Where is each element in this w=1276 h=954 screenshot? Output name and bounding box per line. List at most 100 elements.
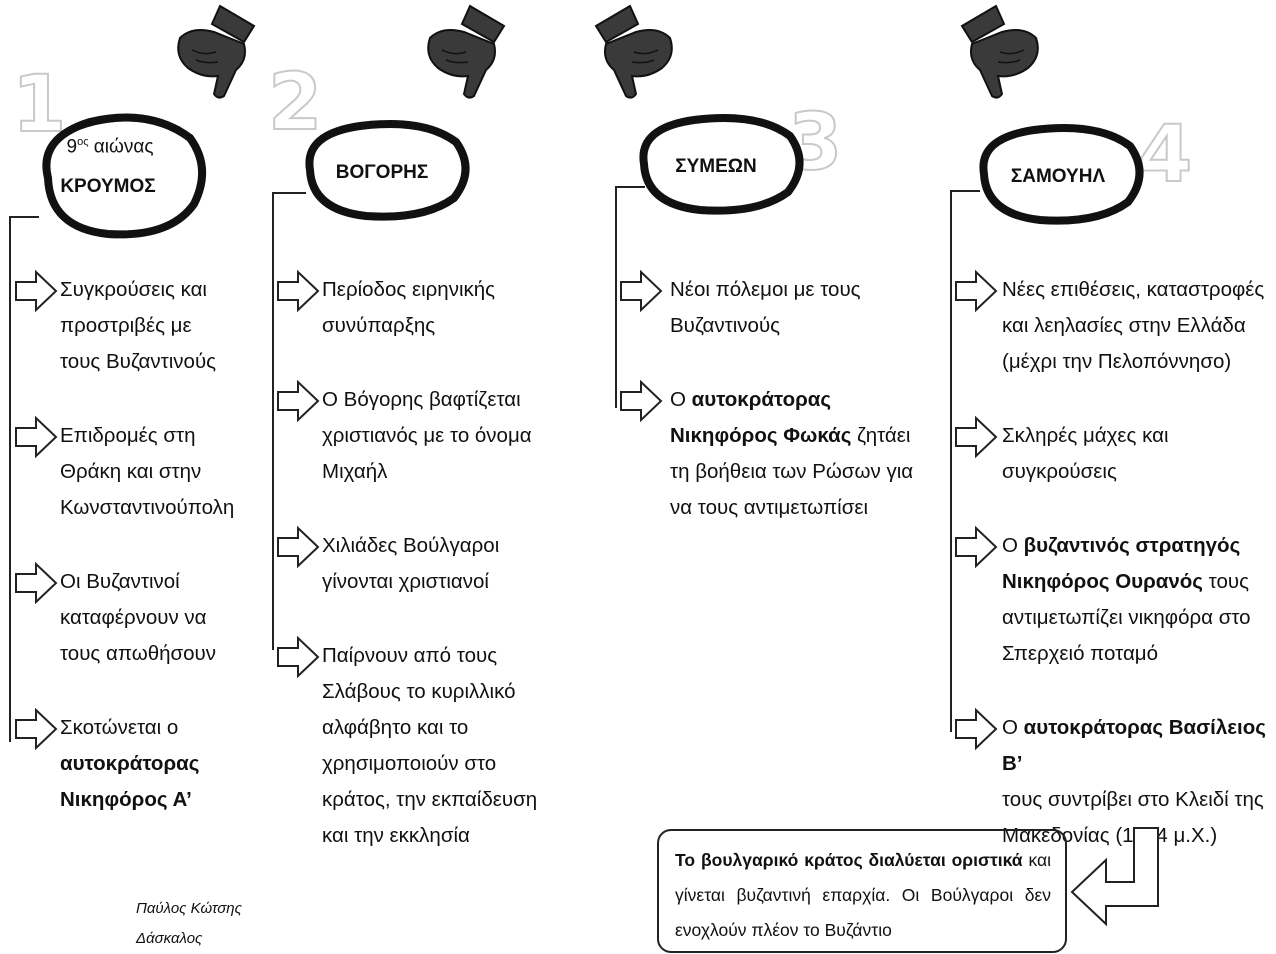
arrow-right-icon [620, 380, 663, 422]
century-label: 9ος αιώνας [66, 136, 154, 158]
event-item: Χιλιάδες Βούλγαροι γίνονται χριστιανοί [322, 528, 499, 600]
event-text: αλφάβητο και το [322, 716, 469, 739]
conclusion-bold: Το βουλγαρικό κράτος διαλύεται οριστικά [675, 850, 1023, 870]
event-line: Οι Βυζαντινοί [60, 564, 216, 600]
event-text: αντιμετωπίζει νικηφόρα στο [1002, 606, 1251, 629]
event-text-bold: Νικηφόρος Ουρανός [1002, 570, 1203, 593]
event-line: αυτοκράτορας [60, 746, 199, 782]
event-text: τους απωθήσουν [60, 642, 217, 665]
event-line: Σλάβους το κυριλλικό [322, 674, 537, 710]
event-line: Νέοι πόλεμοι με τους [670, 272, 861, 308]
tree-line [615, 186, 645, 188]
event-item: Συγκρούσεις και προστριβές με τους Βυζαντι… [60, 272, 216, 380]
event-line: Σκληρές μάχες και [1002, 418, 1169, 454]
event-text: συγκρούσεις [1002, 460, 1117, 483]
event-text: Σκληρές μάχες και [1002, 424, 1169, 447]
tree-line [272, 192, 306, 194]
arrow-right-icon [955, 526, 998, 568]
step-number-4: 4 [1137, 109, 1193, 201]
ruler-name: ΚΡΟΥΜΟΣ [60, 176, 156, 197]
event-text: Ο Βόγορης βαφτίζεται [322, 388, 521, 411]
author-signature: Παύλος Κώτσης Δάσκαλος [136, 894, 242, 954]
event-line: Κωνσταντινούπολη [60, 490, 234, 526]
event-item: Νέες επιθέσεις, καταστροφές και λεηλασίες… [1002, 272, 1264, 380]
pointing-hand-icon [177, 4, 256, 99]
event-line: Χιλιάδες Βούλγαροι [322, 528, 499, 564]
event-line: Νικηφόρος Ουρανός τους [1002, 564, 1251, 600]
event-text: καταφέρνουν να [60, 606, 207, 629]
event-line: αντιμετωπίζει νικηφόρα στο [1002, 600, 1251, 636]
event-line: Παίρνουν από τους [322, 638, 537, 674]
event-text: Σλάβους το κυριλλικό [322, 680, 516, 703]
event-text: να τους αντιμετωπίσει [670, 496, 869, 519]
arrow-right-icon [277, 380, 320, 422]
event-text: γίνονται χριστιανοί [322, 570, 489, 593]
event-text: Ο [670, 388, 692, 411]
author-name: Παύλος Κώτσης [136, 900, 242, 917]
event-text: προστριβές με [60, 314, 192, 337]
event-line: και λεηλασίες στην Ελλάδα [1002, 308, 1264, 344]
event-text: τη βοήθεια των Ρώσων για [670, 460, 914, 483]
event-text: (μέχρι την Πελοπόννησο) [1002, 350, 1232, 373]
ruler-oval [979, 124, 1144, 225]
bent-arrow-icon [1070, 827, 1159, 927]
event-item: Ο Βόγορης βαφτίζεται χριστιανός με το όνο… [322, 382, 532, 490]
event-text: τους Βυζαντινούς [60, 350, 217, 373]
event-text: Κωνσταντινούπολη [60, 496, 235, 519]
author-role: Δάσκαλος [136, 930, 203, 947]
event-text: ζητάει [851, 424, 911, 447]
ruler-name: ΣΑΜΟΥΗΛ [1010, 166, 1106, 187]
event-line: (μέχρι την Πελοπόννησο) [1002, 344, 1264, 380]
event-line: Θράκη και στην [60, 454, 234, 490]
event-line: Επιδρομές στη [60, 418, 234, 454]
arrow-right-icon [277, 270, 320, 312]
event-text: χριστιανός με το όνομα [322, 424, 532, 447]
event-item: Σκληρές μάχες και συγκρούσεις [1002, 418, 1169, 490]
event-line: Σκοτώνεται ο [60, 710, 199, 746]
event-line: Συγκρούσεις και [60, 272, 216, 308]
event-line: καταφέρνουν να [60, 600, 216, 636]
event-text: χρησιμοποιούν στο [322, 752, 497, 775]
event-text: Επιδρομές στη [60, 424, 196, 447]
arrow-right-icon [15, 708, 58, 750]
step-number-2: 2 [267, 57, 323, 149]
arrow-right-icon [15, 562, 58, 604]
event-line: τους Βυζαντινούς [60, 344, 216, 380]
arrow-right-icon [277, 526, 320, 568]
event-text: Νέες επιθέσεις, καταστροφές [1002, 278, 1265, 301]
event-line: προστριβές με [60, 308, 216, 344]
event-line: Σπερχειό ποταμό [1002, 636, 1251, 672]
event-text: Περίοδος ειρηνικής [322, 278, 496, 301]
event-text: κράτος, την εκπαίδευση [322, 788, 538, 811]
arrow-right-icon [15, 416, 58, 458]
ruler-name: ΣΥΜΕΩΝ [675, 156, 757, 177]
tree-line [9, 216, 11, 742]
event-text-bold: βυζαντινός στρατηγός [1023, 534, 1241, 557]
event-text: τους συντρίβει στο Κλειδί της [1002, 788, 1264, 811]
event-line: χριστιανός με το όνομα [322, 418, 532, 454]
event-line: τους συντρίβει στο Κλειδί της [1002, 782, 1276, 818]
pointing-hand-icon [427, 4, 506, 99]
tree-line [950, 190, 980, 192]
arrow-right-icon [15, 270, 58, 312]
event-text: Συγκρούσεις και [60, 278, 207, 301]
pointing-hand-icon [960, 4, 1039, 99]
event-line: Νικηφόρος Φωκάς ζητάει [670, 418, 913, 454]
conclusion-text: και γίνεται βυζαντινή επαρχία. Οι Βούλγα… [675, 850, 1052, 940]
tree-line [9, 216, 39, 218]
event-text-bold: αυτοκράτορας [60, 752, 200, 775]
event-text: και την εκκλησία [322, 824, 470, 847]
event-line: Ο αυτοκράτορας Βασίλειος Β’ [1002, 710, 1276, 782]
event-line: τη βοήθεια των Ρώσων για [670, 454, 913, 490]
event-line: να τους αντιμετωπίσει [670, 490, 913, 526]
event-line: Ο Βόγορης βαφτίζεται [322, 382, 532, 418]
event-text: συνύπαρξης [322, 314, 436, 337]
tree-line [950, 190, 952, 732]
event-text: Σκοτώνεται ο [60, 716, 179, 739]
pointing-hand-icon [594, 4, 673, 99]
event-line: συγκρούσεις [1002, 454, 1169, 490]
